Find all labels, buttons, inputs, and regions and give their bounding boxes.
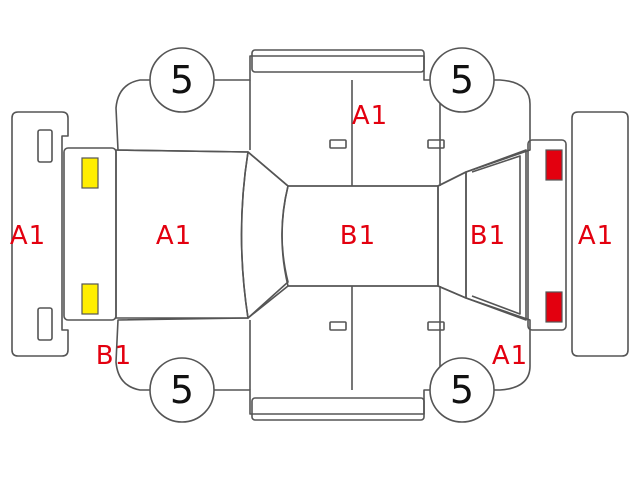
windshield [240,151,289,319]
tire-front-left-value: 5 [169,58,195,102]
front-right-marker [37,307,53,341]
left-side-outline [115,55,531,187]
front-lamp-upper [81,157,99,189]
grade-front-bumper: A1 [9,221,47,251]
tire-front-right [429,47,495,113]
grade-right-rear-door: A1 [351,101,389,131]
rear-lamp-upper [545,149,563,181]
tire-rear-left-value: 5 [169,368,195,412]
grade-front-left-corner: B1 [95,341,133,371]
tailgate [465,149,527,321]
front-left-marker [37,129,53,163]
grade-hood: A1 [155,221,193,251]
tire-rear-right [429,357,495,423]
rear-glass [437,171,467,299]
grade-rear-bumper: A1 [577,221,615,251]
grade-rear-left-corner: A1 [491,341,529,371]
front-lamp-lower [81,283,99,315]
grade-rear-glass: B1 [469,221,507,251]
tire-rear-right-value: 5 [449,368,475,412]
rear-lamp-panel [527,139,567,331]
grade-roof: B1 [339,221,377,251]
front-bumper [11,111,69,357]
tire-rear-left [149,357,215,423]
rear-bumper [571,111,629,357]
tire-front-right-value: 5 [449,58,475,102]
right-side-outline [115,285,531,415]
tire-front-left [149,47,215,113]
rear-lamp-lower [545,291,563,323]
